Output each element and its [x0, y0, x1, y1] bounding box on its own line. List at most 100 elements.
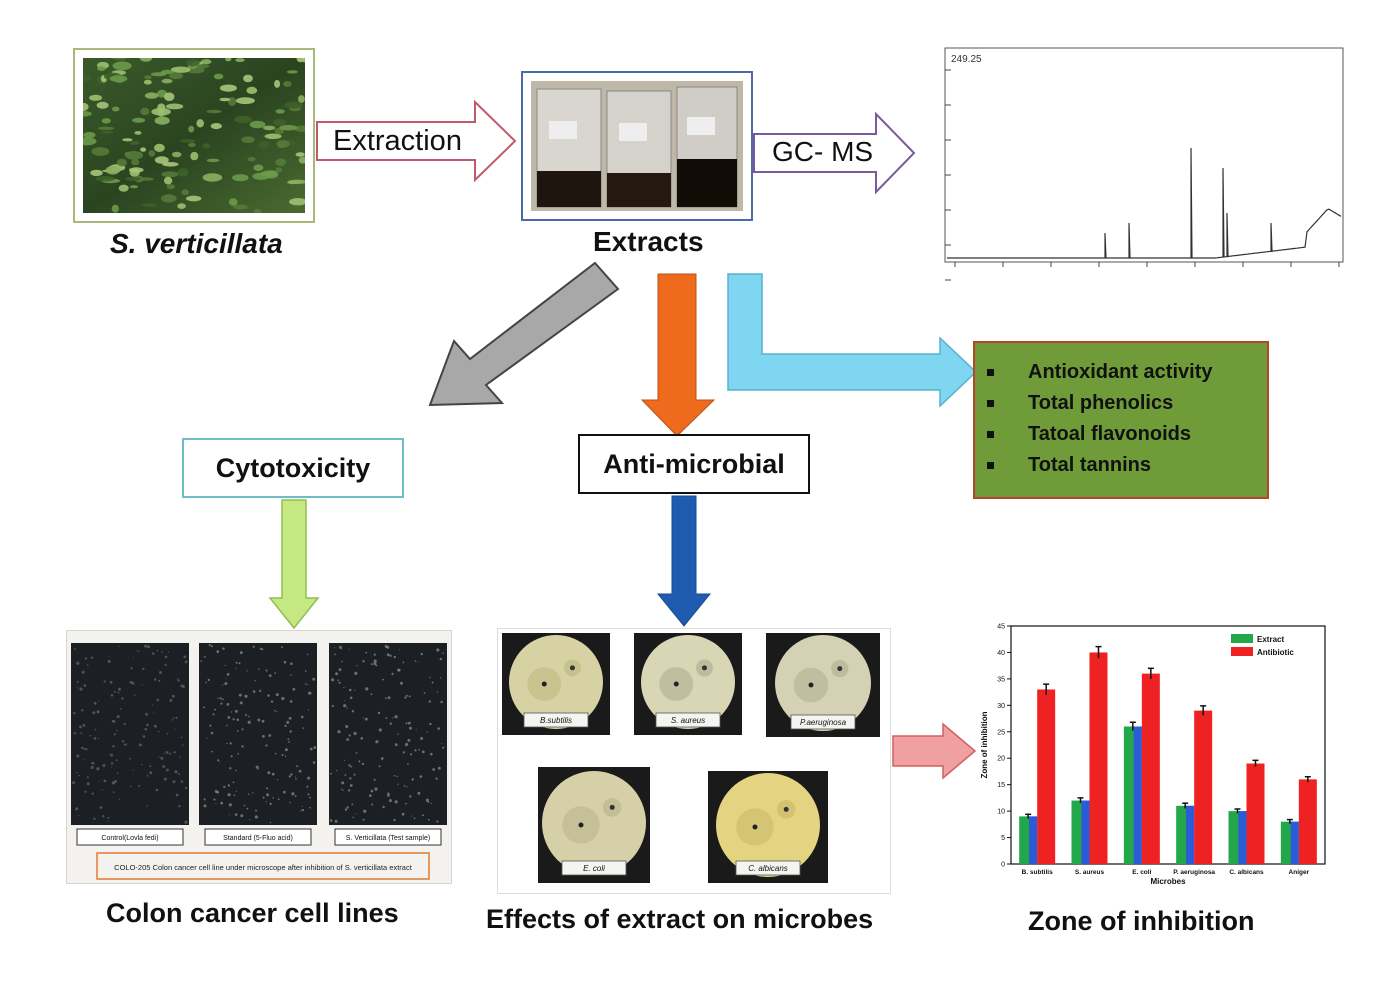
y-tick-label: 40	[997, 650, 1005, 657]
plates-panel: B.subtilis S. aureus P.aeruginosa E. coli C.…	[497, 628, 891, 894]
bar-shade	[1238, 811, 1247, 864]
assay-item: Antioxidant activity	[987, 357, 1267, 388]
petri-plate: B.subtilis	[502, 633, 610, 735]
cell-panels: Control(Lovla fedi) Standard (5-Fluo acid…	[66, 630, 452, 884]
cell-panel-caption: Standard (5-Fluo acid)	[223, 835, 293, 842]
bar-antibiotic	[1194, 710, 1213, 864]
beakers-image	[531, 81, 743, 211]
plate-label: B.subtilis	[540, 716, 572, 725]
bar-shade	[1290, 821, 1299, 864]
legend-label: Extract	[1257, 635, 1284, 644]
gcms-chromatogram: 249.25	[944, 47, 1344, 281]
assay-item: Total phenolics	[987, 388, 1267, 419]
petri-plate: P.aeruginosa	[766, 633, 880, 737]
chromatogram-tag: 249.25	[951, 54, 982, 65]
antimicrobial-label: Anti-microbial	[603, 448, 785, 479]
effects-label: Effects of extract on microbes	[486, 904, 874, 934]
plate-label: S. aureus	[671, 716, 705, 725]
y-tick-label: 45	[997, 624, 1005, 631]
cell-panel-caption: S. Verticillata (Test sample)	[346, 835, 430, 842]
legend-swatch	[1231, 634, 1253, 643]
extracts-label: Extracts	[593, 226, 704, 257]
x-tick-label: Aniger	[1289, 869, 1310, 876]
plate-label: C. albicans	[748, 864, 788, 873]
y-tick-label: 5	[1001, 835, 1005, 842]
bar-antibiotic	[1246, 763, 1265, 864]
petri-plate: S. aureus	[634, 633, 742, 735]
cell-panels-footer: COLO-205 Colon cancer cell line under mi…	[114, 863, 413, 872]
plate-label: E. coli	[583, 864, 605, 873]
cell-panel-caption: Control(Lovla fedi)	[101, 835, 158, 842]
bullet-icon	[987, 431, 994, 438]
bullet-icon	[987, 400, 994, 407]
y-tick-label: 20	[997, 756, 1005, 763]
gray-arrow	[428, 261, 620, 407]
cell-panel: S. Verticillata (Test sample)	[329, 643, 447, 846]
legend-swatch	[1231, 647, 1253, 656]
cytotoxicity-label: Cytotoxicity	[215, 452, 371, 483]
extraction-arrow	[316, 100, 517, 182]
cell-panel: Standard (5-Fluo acid)	[199, 643, 317, 846]
x-tick-label: S. aureus	[1075, 869, 1105, 876]
x-axis-label: Microbes	[1150, 877, 1186, 886]
extraction-label: Extraction	[333, 125, 462, 157]
x-tick-label: B. subtilis	[1022, 869, 1053, 876]
bar-shade	[1029, 816, 1038, 864]
x-tick-label: P. aeruginosa	[1173, 869, 1215, 876]
petri-plate: C. albicans	[708, 771, 828, 883]
gcms-arrow	[753, 112, 916, 194]
y-tick-label: 0	[1001, 862, 1005, 869]
colon-cancer-label: Colon cancer cell lines	[106, 898, 399, 928]
cyan-arrow	[727, 273, 978, 408]
y-axis-label: Zone of inhibition	[980, 711, 989, 778]
legend-label: Antibiotic	[1257, 648, 1294, 657]
y-tick-label: 25	[997, 729, 1005, 736]
antimicrobial-box: Anti-microbial	[578, 434, 810, 494]
plot-frame	[1010, 625, 1326, 865]
bar-antibiotic	[1141, 673, 1160, 864]
petri-plate: E. coli	[538, 767, 650, 883]
cell-panel: Control(Lovla fedi)	[71, 643, 189, 846]
zone-chart: 0 5 10 15 20 25 30 35 40 45 B. subtilis S. aureus E.…	[980, 624, 1326, 886]
cell-panels-image: Control(Lovla fedi) Standard (5-Fluo acid…	[71, 643, 447, 880]
y-tick-label: 15	[997, 782, 1005, 789]
plant-photo	[73, 48, 315, 223]
bar-antibiotic	[1298, 779, 1317, 864]
blue-arrow	[656, 495, 712, 627]
assay-label: Tatoal flavonoids	[1028, 423, 1191, 445]
bar-shade	[1133, 726, 1142, 864]
bullet-icon	[987, 462, 994, 469]
beaker-2	[606, 90, 672, 208]
x-tick-label: E. coli	[1132, 869, 1151, 876]
green-arrow	[268, 499, 320, 630]
assay-label: Antioxidant activity	[1028, 361, 1213, 383]
plates-image: B.subtilis S. aureus P.aeruginosa E. coli C.…	[502, 633, 880, 883]
cytotoxicity-box: Cytotoxicity	[182, 438, 404, 498]
y-tick-label: 30	[997, 703, 1005, 710]
extracts-photo	[521, 71, 753, 221]
bar-shade	[1081, 800, 1090, 864]
orange-arrow	[640, 273, 716, 437]
plate-label: P.aeruginosa	[800, 718, 847, 727]
bullet-icon	[987, 369, 994, 376]
assay-label: Total tannins	[1028, 454, 1151, 476]
bar-shade	[1186, 805, 1195, 864]
y-tick-label: 35	[997, 676, 1005, 683]
beaker-1	[536, 88, 602, 208]
plant-name: S. verticillata	[110, 228, 283, 259]
y-tick-label: 10	[997, 809, 1005, 816]
bar-antibiotic	[1037, 689, 1056, 864]
assay-item: Total tannins	[987, 450, 1267, 481]
assay-item: Tatoal flavonoids	[987, 419, 1267, 450]
x-tick-label: C. albicans	[1229, 869, 1264, 876]
beaker-3	[676, 86, 738, 208]
assay-label: Total phenolics	[1028, 392, 1174, 414]
bar-antibiotic	[1089, 652, 1108, 864]
pink-arrow	[892, 722, 977, 780]
gcms-label: GC- MS	[772, 136, 874, 167]
zone-title: Zone of inhibition	[1028, 906, 1255, 936]
plant-image	[77, 54, 312, 215]
